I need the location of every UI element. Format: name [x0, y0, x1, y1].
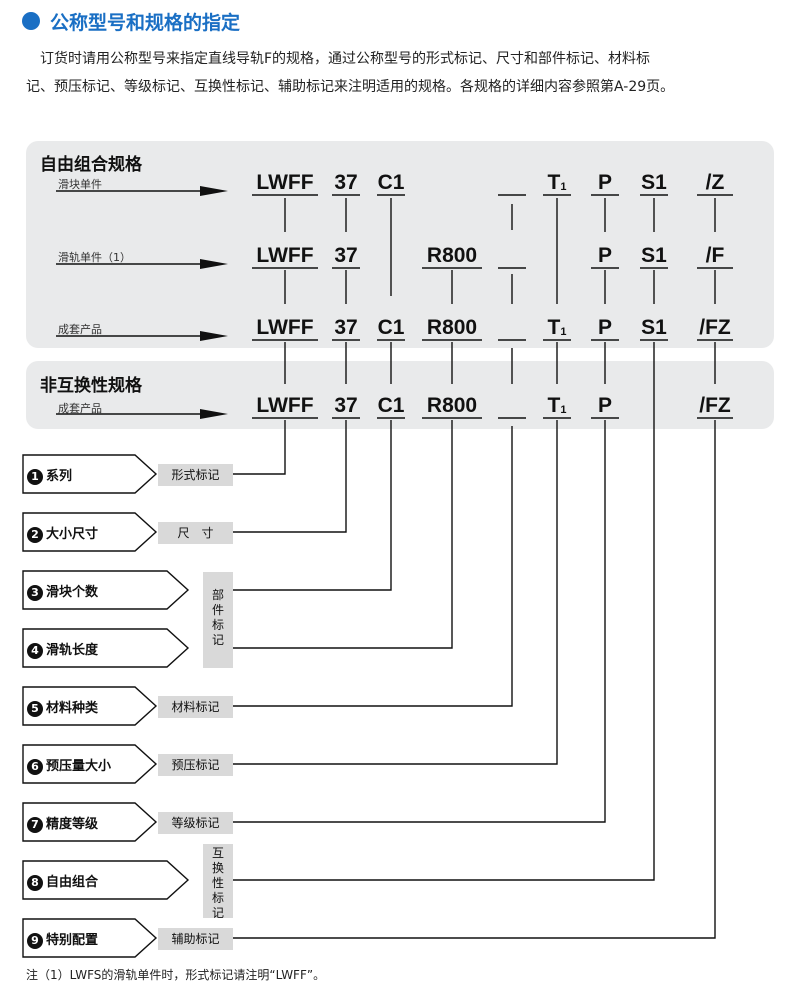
code-interchange: S1: [641, 171, 667, 194]
code-size: 37: [334, 394, 358, 417]
row-label-set: 成套产品: [58, 323, 102, 336]
tag-size: 尺 寸: [158, 522, 233, 544]
tag-form: 形式标记: [158, 464, 233, 486]
code-aux: /FZ: [699, 394, 731, 417]
code-aux: /FZ: [699, 316, 731, 339]
code-blocks: C1: [377, 171, 405, 194]
number-badge: 8: [27, 874, 43, 891]
code-blocks: C1: [377, 316, 405, 339]
row-label-block: 滑块单件: [58, 178, 102, 191]
tag-grade: 等级标记: [158, 812, 233, 834]
code-grade: P: [597, 394, 613, 417]
number-badge: 9: [27, 932, 43, 949]
code-aux: /F: [705, 244, 725, 267]
tag-preload: 预压标记: [158, 754, 233, 776]
tag-parts: 部件标记: [203, 572, 233, 668]
row-label-set-noninterchangeable: 成套产品: [58, 402, 102, 415]
intro-line-2: 记、预压标记、等级标记、互换性标记、辅助标记来注明适用的规格。各规格的详细内容参…: [26, 79, 675, 95]
section-title-free: 自由组合规格: [40, 155, 142, 175]
number-badge: 1: [27, 468, 43, 485]
title-bullet-icon: [22, 12, 40, 30]
number-badge: 7: [27, 816, 43, 833]
code-preload: T1: [547, 171, 567, 194]
tag-aux: 辅助标记: [158, 928, 233, 950]
code-grade: P: [597, 316, 613, 339]
code-series: LWFF: [256, 171, 314, 194]
code-series: LWFF: [256, 394, 314, 417]
code-length: R800: [426, 316, 478, 339]
code-size: 37: [334, 316, 358, 339]
code-length: R800: [426, 394, 478, 417]
code-length: R800: [426, 244, 478, 267]
row-label-rail: 滑轨单件（1）: [58, 251, 131, 264]
code-grade: P: [597, 171, 613, 194]
code-preload: T1: [547, 316, 567, 339]
number-badge: 4: [27, 642, 43, 659]
code-size: 37: [334, 171, 358, 194]
intro-line-1: 订货时请用公称型号来指定直线导轨F的规格，通过公称型号的形式标记、尺寸和部件标记…: [40, 51, 651, 67]
footnote: 注（1）LWFS的滑轨单件时，形式标记请注明“LWFF”。: [26, 968, 326, 982]
number-badge: 3: [27, 584, 43, 601]
code-size: 37: [334, 244, 358, 267]
free-combination-panel: [26, 141, 774, 348]
code-grade: P: [597, 244, 613, 267]
code-interchange: S1: [641, 316, 667, 339]
code-series: LWFF: [256, 316, 314, 339]
number-badge: 6: [27, 758, 43, 775]
page-title: 公称型号和规格的指定: [50, 12, 241, 34]
code-interchange: S1: [641, 244, 667, 267]
code-preload: T1: [547, 394, 567, 417]
code-blocks: C1: [377, 394, 405, 417]
number-badge: 2: [27, 526, 43, 543]
code-series: LWFF: [256, 244, 314, 267]
code-aux: /Z: [705, 171, 725, 194]
tag-interchange: 互换性标记: [203, 844, 233, 920]
tag-material: 材料标记: [158, 696, 233, 718]
section-title-non-interchangeable: 非互换性规格: [40, 376, 142, 396]
number-badge: 5: [27, 700, 43, 717]
